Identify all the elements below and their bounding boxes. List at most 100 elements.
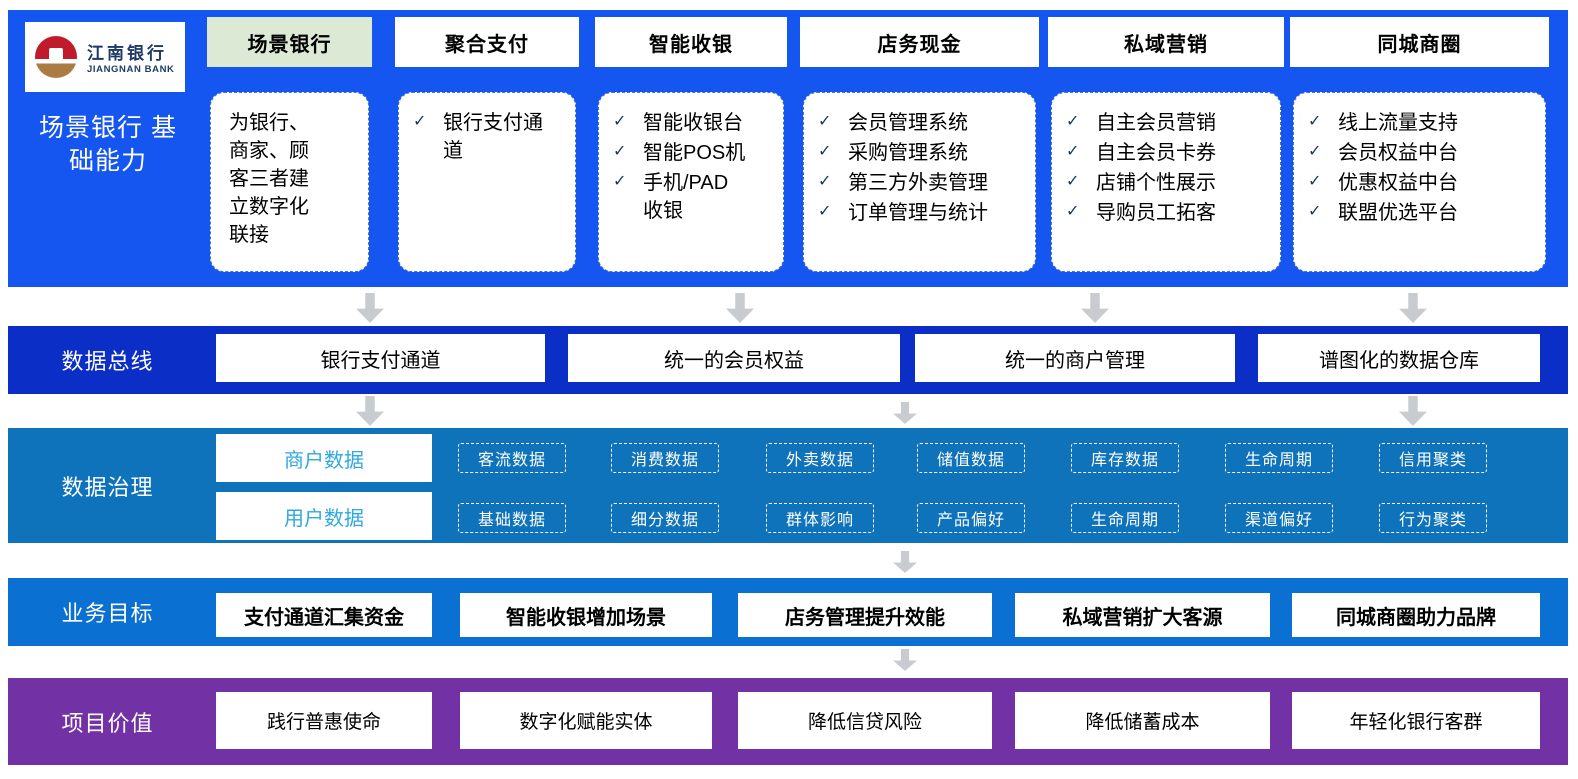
check-icon: ✓ [818, 203, 832, 220]
goal-smart-cashier-scenes: 智能收银增加场景 [460, 593, 712, 637]
list-item: ✓手机/PAD收银 [613, 169, 773, 225]
down-arrow-icon [356, 396, 384, 426]
value-younger-customers: 年轻化银行客群 [1292, 692, 1540, 749]
check-icon: ✓ [613, 173, 627, 190]
bank-name-en: JIANGNAN BANK [87, 64, 175, 75]
category-user-data: 用户数据 [216, 492, 432, 540]
column-body-store-cash: ✓会员管理系统 ✓采购管理系统 ✓第三方外卖管理 ✓订单管理与统计 [803, 92, 1036, 272]
check-icon: ✓ [1308, 173, 1322, 190]
bus-box-graph-data-warehouse: 谱图化的数据仓库 [1258, 334, 1540, 382]
bus-box-bank-payment-channel: 银行支付通道 [216, 334, 545, 382]
down-arrow-icon [726, 293, 754, 323]
capability-band: 江南银行 JIANGNAN BANK 场景银行 基础能力 场景银行 为银行、商家… [8, 10, 1568, 287]
check-icon: ✓ [1308, 203, 1322, 220]
check-icon: ✓ [1066, 173, 1080, 190]
chip-segmentation-data: 细分数据 [611, 503, 719, 533]
column-header-aggregated-payment: 聚合支付 [395, 17, 579, 67]
data-governance-label: 数据治理 [61, 474, 154, 500]
list-item: ✓联盟优选平台 [1308, 199, 1535, 227]
check-icon: ✓ [613, 143, 627, 160]
list-item: ✓会员管理系统 [818, 109, 1025, 137]
column-header-private-domain-marketing: 私域营销 [1048, 17, 1284, 67]
column-private-domain-marketing: 私域营销 ✓自主会员营销 ✓自主会员卡券 ✓店铺个性展示 ✓导购员工拓客 [1048, 17, 1284, 272]
bus-box-unified-member-benefits: 统一的会员权益 [568, 334, 900, 382]
chip-behavior-clustering: 行为聚类 [1379, 503, 1487, 533]
column-body-smart-cashier: ✓智能收银台 ✓智能POS机 ✓手机/PAD收银 [598, 92, 784, 272]
down-arrow-icon [893, 402, 917, 424]
down-arrow-icon [356, 293, 384, 323]
check-icon: ✓ [1066, 203, 1080, 220]
down-arrow-icon [1399, 293, 1427, 323]
bank-logo-icon [35, 36, 77, 78]
column-city-business-circle: 同城商圈 ✓线上流量支持 ✓会员权益中台 ✓优惠权益中台 ✓联盟优选平台 [1290, 17, 1549, 272]
column-smart-cashier: 智能收银 ✓智能收银台 ✓智能POS机 ✓手机/PAD收银 [595, 17, 787, 272]
goal-private-marketing-customers: 私域营销扩大客源 [1015, 593, 1270, 637]
capability-band-label: 场景银行 基础能力 [39, 114, 177, 175]
column-header-scene-banking: 场景银行 [207, 17, 372, 67]
chip-lifecycle-user: 生命周期 [1071, 503, 1179, 533]
list-item: ✓线上流量支持 [1308, 109, 1535, 137]
chip-group-influence: 群体影响 [766, 503, 874, 533]
chip-basic-data: 基础数据 [458, 503, 566, 533]
column-header-store-cash: 店务现金 [800, 17, 1039, 67]
data-bus-band: 数据总线 银行支付通道 统一的会员权益 统一的商户管理 谱图化的数据仓库 [8, 326, 1568, 394]
chip-passenger-flow-data: 客流数据 [458, 443, 566, 473]
list-item: ✓智能POS机 [613, 139, 773, 167]
column-body-city-business-circle: ✓线上流量支持 ✓会员权益中台 ✓优惠权益中台 ✓联盟优选平台 [1293, 92, 1546, 272]
check-icon: ✓ [613, 113, 627, 130]
value-lower-deposit-cost: 降低储蓄成本 [1015, 692, 1270, 749]
column-body-private-domain-marketing: ✓自主会员营销 ✓自主会员卡券 ✓店铺个性展示 ✓导购员工拓客 [1051, 92, 1281, 272]
check-icon: ✓ [1308, 143, 1322, 160]
check-icon: ✓ [818, 113, 832, 130]
bank-logo: 江南银行 JIANGNAN BANK [25, 22, 185, 92]
down-arrow-icon [893, 649, 917, 671]
chip-takeout-data: 外卖数据 [766, 443, 874, 473]
chip-product-preference: 产品偏好 [917, 503, 1025, 533]
list-item: ✓采购管理系统 [818, 139, 1025, 167]
list-item: ✓导购员工拓客 [1066, 199, 1270, 227]
down-arrow-icon [1399, 396, 1427, 426]
column-header-smart-cashier: 智能收银 [595, 17, 787, 67]
column-body-scene-banking: 为银行、商家、顾客三者建立数字化联接 [210, 92, 369, 272]
data-bus-label: 数据总线 [61, 349, 154, 374]
column-body-aggregated-payment: ✓银行支付通道 [398, 92, 576, 272]
list-item: ✓订单管理与统计 [818, 199, 1025, 227]
value-inclusive-mission: 践行普惠使命 [216, 692, 432, 749]
bus-box-unified-merchant-management: 统一的商户管理 [915, 334, 1235, 382]
check-icon: ✓ [1066, 113, 1080, 130]
list-item: ✓自主会员卡券 [1066, 139, 1270, 167]
chip-inventory-data: 库存数据 [1071, 443, 1179, 473]
column-store-cash: 店务现金 ✓会员管理系统 ✓采购管理系统 ✓第三方外卖管理 ✓订单管理与统计 [800, 17, 1039, 272]
goal-business-circle-brand: 同城商圈助力品牌 [1292, 593, 1540, 637]
bank-name-cn: 江南银行 [87, 44, 167, 63]
value-lower-credit-risk: 降低信贷风险 [738, 692, 992, 749]
list-item: ✓店铺个性展示 [1066, 169, 1270, 197]
project-values-label: 项目价值 [61, 710, 154, 736]
business-goals-band: 业务目标 支付通道汇集资金 智能收银增加场景 店务管理提升效能 私域营销扩大客源… [8, 578, 1568, 646]
list-item: ✓第三方外卖管理 [818, 169, 1025, 197]
value-digital-empowerment: 数字化赋能实体 [460, 692, 712, 749]
check-icon: ✓ [1308, 113, 1322, 130]
data-governance-band: 数据治理 商户数据 客流数据 消费数据 外卖数据 储值数据 库存数据 生命周期 … [8, 428, 1568, 543]
column-aggregated-payment: 聚合支付 ✓银行支付通道 [395, 17, 579, 272]
chip-lifecycle-merchant: 生命周期 [1225, 443, 1333, 473]
scene-banking-intro: 为银行、商家、顾客三者建立数字化联接 [229, 112, 309, 246]
project-values-band: 项目价值 践行普惠使命 数字化赋能实体 降低信贷风险 降低储蓄成本 年轻化银行客… [8, 678, 1568, 765]
goal-store-management-efficiency: 店务管理提升效能 [738, 593, 992, 637]
list-item: ✓会员权益中台 [1308, 139, 1535, 167]
column-header-city-business-circle: 同城商圈 [1290, 17, 1549, 67]
column-scene-banking: 场景银行 为银行、商家、顾客三者建立数字化联接 [207, 17, 372, 272]
goal-payment-channel-funds: 支付通道汇集资金 [216, 593, 432, 637]
list-item: ✓优惠权益中台 [1308, 169, 1535, 197]
chip-credit-clustering: 信用聚类 [1379, 443, 1487, 473]
down-arrow-icon [893, 551, 917, 573]
list-item: ✓自主会员营销 [1066, 109, 1270, 137]
list-item: ✓智能收银台 [613, 109, 773, 137]
category-merchant-data: 商户数据 [216, 434, 432, 482]
business-goals-label: 业务目标 [61, 601, 154, 626]
chip-channel-preference: 渠道偏好 [1225, 503, 1333, 533]
check-icon: ✓ [1066, 143, 1080, 160]
check-icon: ✓ [818, 143, 832, 160]
chip-stored-value-data: 储值数据 [917, 443, 1025, 473]
